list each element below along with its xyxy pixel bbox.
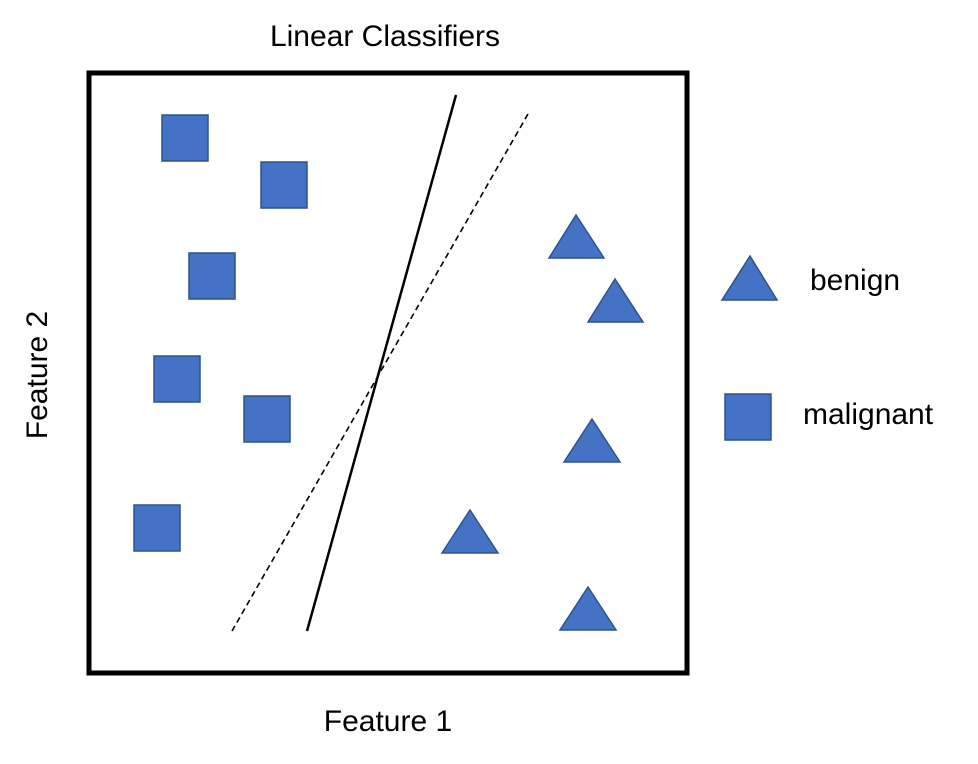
benign-point [586, 277, 645, 323]
legend-item-malignant: malignant [724, 393, 934, 441]
malignant-point [260, 161, 308, 209]
x-axis-label: Feature 1 [324, 705, 452, 738]
square-icon [724, 393, 772, 441]
benign-points [440, 213, 645, 631]
malignant-point [133, 504, 181, 552]
benign-point [440, 508, 500, 554]
malignant-point [161, 114, 209, 162]
legend-item-benign: benign [720, 254, 900, 301]
legend: benign malignant [720, 254, 934, 441]
malignant-point [188, 252, 236, 300]
malignant-points [133, 114, 308, 552]
triangle-icon [720, 254, 779, 301]
benign-point [547, 213, 606, 259]
legend-label-benign: benign [810, 264, 900, 297]
benign-point [558, 585, 618, 631]
benign-point [562, 417, 622, 463]
solid-decision-boundary [305, 94, 458, 632]
legend-label-malignant: malignant [803, 398, 934, 431]
diagram-title: Linear Classifiers [270, 20, 500, 53]
y-axis-label: Feature 2 [21, 311, 54, 439]
malignant-point [153, 355, 201, 403]
malignant-point [243, 395, 291, 443]
